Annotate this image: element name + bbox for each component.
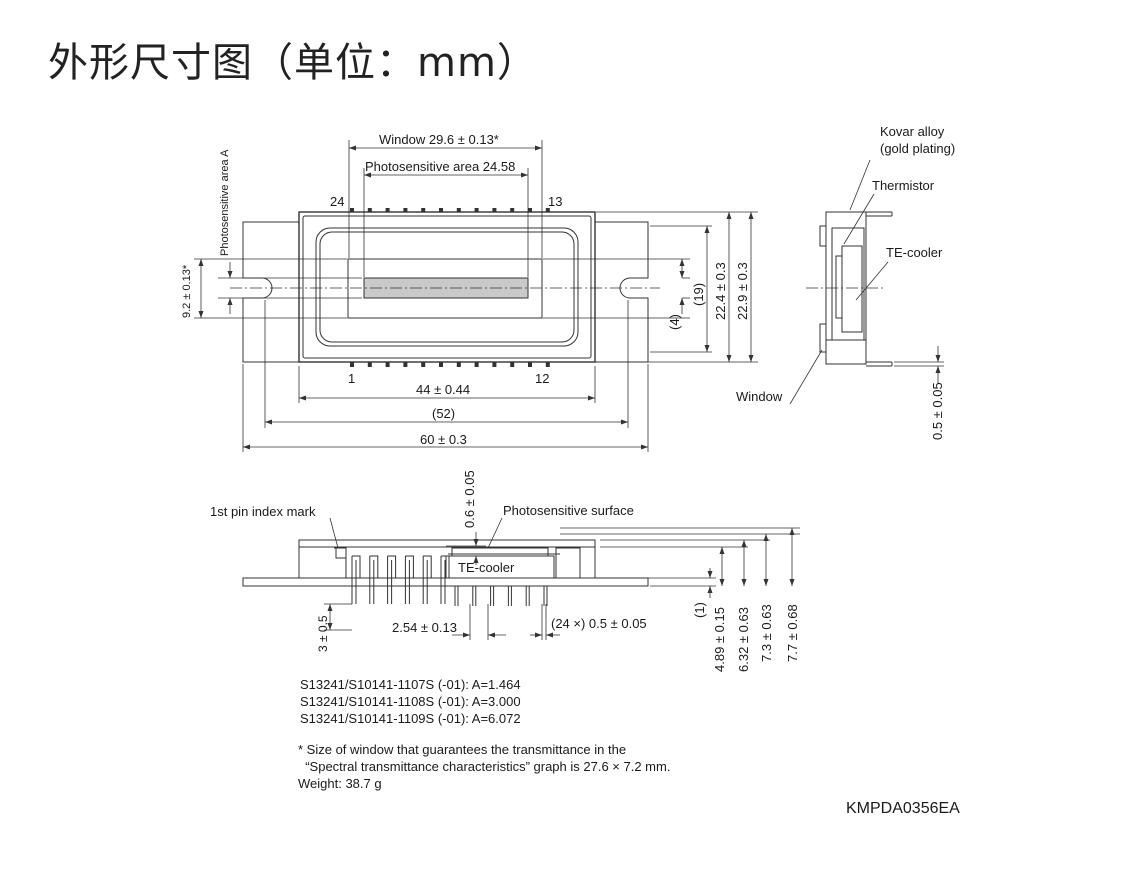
front-bent-pins — [351, 555, 450, 604]
model-1109s: S13241/S10141-1109S (-01): A=6.072 — [300, 711, 521, 726]
pin-width-label: (24 ×) 0.5 ± 0.05 — [551, 616, 647, 631]
pin-1-label: 1 — [348, 371, 355, 386]
window-dimension-label: Window 29.6 ± 0.13* — [379, 132, 499, 147]
package-inner — [302, 215, 592, 359]
top-pin — [510, 208, 515, 212]
footnote-line-2: “Spectral transmittance characteristics”… — [298, 759, 671, 774]
dim-0-5-label: 0.5 ± 0.05 — [930, 382, 945, 440]
window-frame — [315, 227, 579, 347]
bottom-pin — [545, 362, 550, 367]
side-window-label: Window — [736, 389, 783, 404]
package-body — [298, 211, 596, 363]
top-pin — [367, 208, 372, 212]
flange-outline — [242, 221, 300, 363]
thermistor-label: Thermistor — [872, 178, 935, 193]
dim-0-6-label: 0.6 ± 0.05 — [462, 470, 477, 528]
dim-60-label: 60 ± 0.3 — [420, 432, 467, 447]
flange-outline-right — [594, 221, 649, 363]
pin-24-label: 24 — [330, 194, 344, 209]
window-inner — [319, 231, 575, 343]
gold-plating-label: (gold plating) — [880, 141, 955, 156]
bottom-pin — [350, 362, 354, 367]
dim-52-label: (52) — [432, 406, 455, 421]
model-1108s: S13241/S10141-1108S (-01): A=3.000 — [300, 694, 521, 709]
top-pin — [385, 208, 390, 212]
bottom-pin — [474, 362, 479, 367]
front-straight-pins — [454, 586, 548, 606]
dim-6-32-label: 6.32 ± 0.63 — [736, 607, 751, 672]
drawing-code: KMPDA0356EA — [846, 800, 960, 817]
top-pin — [456, 208, 461, 212]
top-pin — [439, 208, 443, 212]
front-bent-pin — [351, 555, 361, 604]
bottom-pin — [492, 362, 497, 367]
top-pin — [474, 208, 479, 212]
top-pin — [350, 208, 354, 212]
dim-4-89-label: 4.89 ± 0.15 — [712, 607, 727, 672]
dim-22-9-label: 22.9 ± 0.3 — [735, 262, 750, 320]
dim-7-7-label: 7.7 ± 0.68 — [785, 604, 800, 662]
front-bent-pin — [440, 555, 450, 604]
pin-pitch-label: 2.54 ± 0.13 — [392, 620, 457, 635]
photosensitive-area-label: Photosensitive area 24.58 — [365, 159, 515, 174]
dim-44-label: 44 ± 0.44 — [416, 382, 470, 397]
front-bent-pin — [387, 555, 397, 604]
front-bent-pin — [404, 555, 414, 604]
bottom-pin — [456, 362, 461, 367]
bottom-pin — [403, 362, 408, 367]
top-pin — [492, 208, 497, 212]
top-pin — [421, 208, 426, 212]
dim-4-label: (4) — [667, 314, 682, 330]
dim-1-label: (1) — [692, 602, 707, 618]
dim-3-label: 3 ± 0.5 — [316, 615, 330, 652]
bottom-pin — [439, 362, 443, 367]
footnote: * Size of window that guarantees the tra… — [298, 741, 670, 792]
bottom-pin — [510, 362, 515, 367]
pin-index-mark-label: 1st pin index mark — [210, 504, 316, 519]
top-view — [230, 211, 660, 363]
page-title: 外形尺寸图（单位：mm） — [48, 40, 538, 86]
top-pin — [403, 208, 408, 212]
dim-19-label: (19) — [691, 283, 706, 306]
footnote-line-1: * Size of window that guarantees the tra… — [298, 742, 627, 757]
side-te-cooler-label: TE-cooler — [886, 245, 943, 260]
model-1107s: S13241/S10141-1107S (-01): A=1.464 — [300, 677, 521, 692]
bottom-pin — [421, 362, 426, 367]
window-height-label: 9.2 ± 0.13* — [181, 264, 193, 318]
front-te-cooler-label: TE-cooler — [458, 560, 515, 575]
top-pin — [545, 208, 550, 212]
photosensitive-surface-label: Photosensitive surface — [503, 503, 634, 518]
window-aperture — [347, 258, 543, 319]
photosensitive-area-a-label: Photosensitive area A — [219, 149, 231, 256]
side-view — [789, 159, 944, 405]
front-bent-pin — [422, 555, 432, 604]
pin-12-label: 12 — [535, 371, 549, 386]
dim-7-3-label: 7.3 ± 0.63 — [759, 604, 774, 662]
kovar-alloy-label: Kovar alloy — [880, 124, 945, 139]
front-bent-pin — [369, 555, 379, 604]
dim-22-4-label: 22.4 ± 0.3 — [713, 262, 728, 320]
top-pin — [528, 208, 532, 212]
top-pins — [350, 208, 550, 212]
pin-13-label: 13 — [548, 194, 562, 209]
bottom-pin — [528, 362, 532, 367]
bottom-pins — [350, 362, 550, 367]
bottom-pin — [385, 362, 390, 367]
bottom-pin — [367, 362, 372, 367]
weight-label: Weight: 38.7 g — [298, 776, 382, 791]
